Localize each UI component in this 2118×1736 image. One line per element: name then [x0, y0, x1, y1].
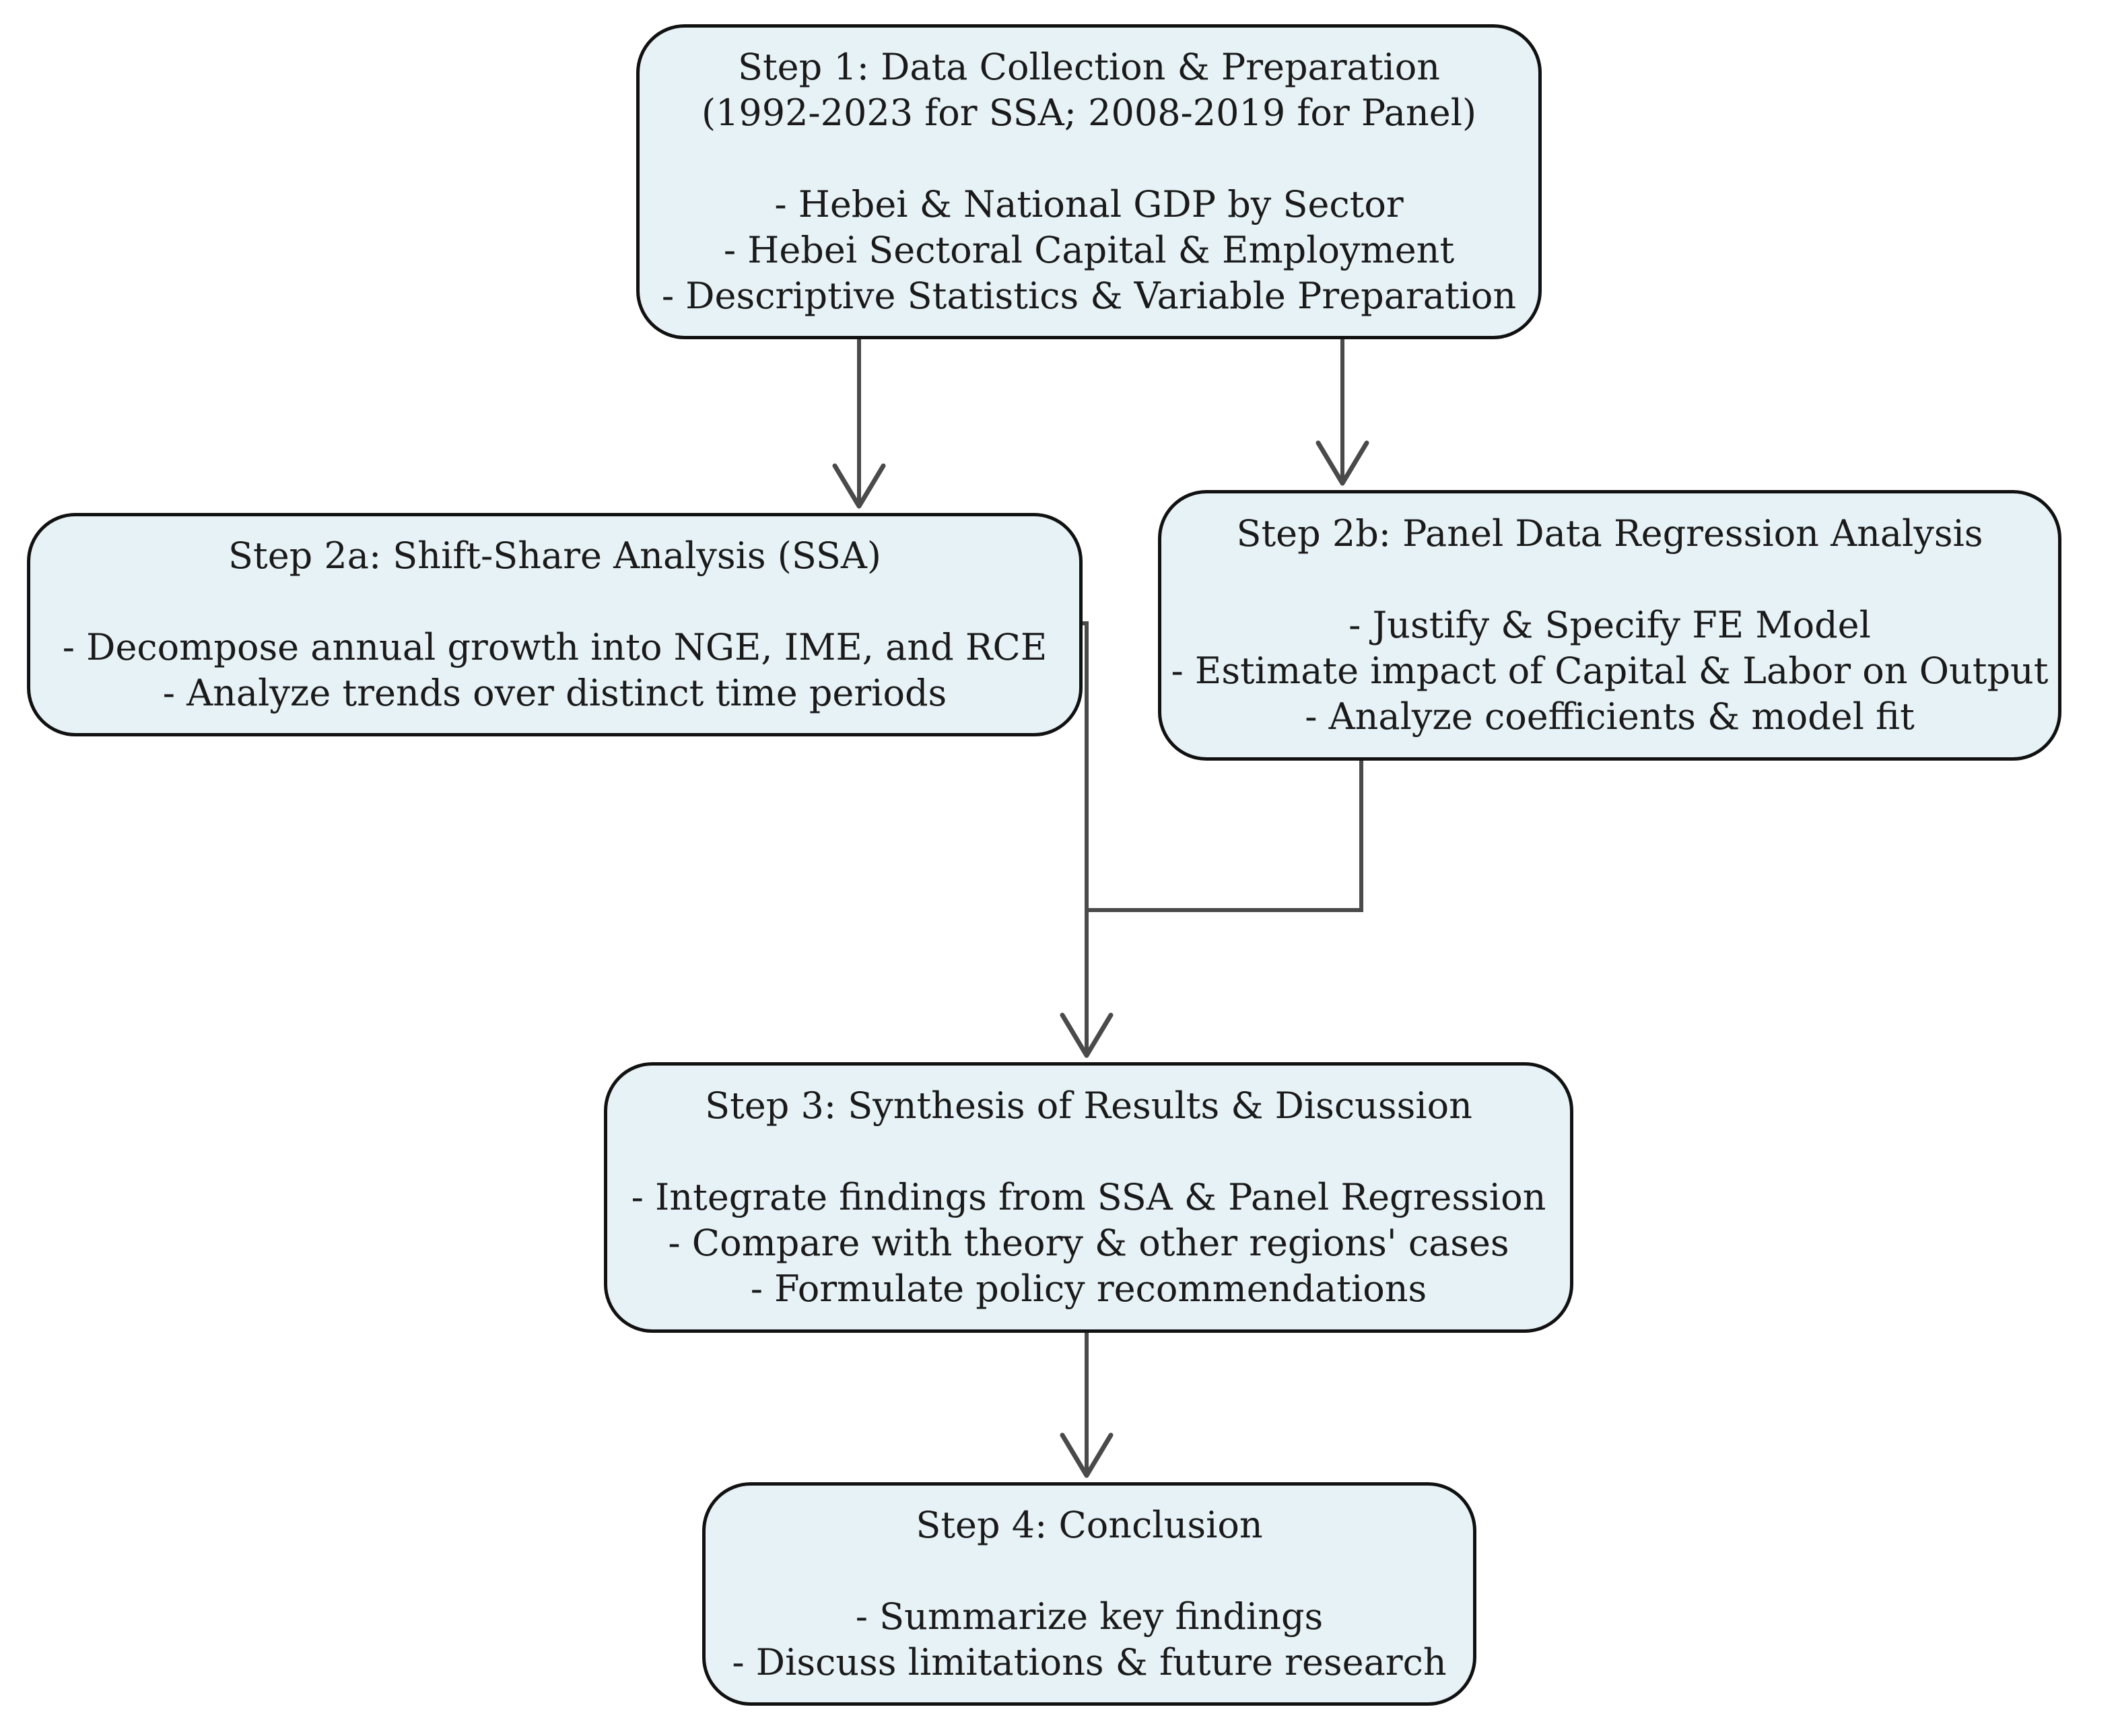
node-step-2b-panel-regression: Step 2b: Panel Data Regression Analysis …	[1158, 490, 2061, 761]
node-step-1-title: Step 1: Data Collection & Preparation	[737, 46, 1440, 88]
node-step-3-item: - Formulate policy recommendations	[750, 1268, 1427, 1310]
arrow-step1-to-step2a	[832, 339, 886, 509]
node-step-3-synthesis: Step 3: Synthesis of Results & Discussio…	[604, 1062, 1573, 1333]
connector-step2b-to-step3	[1087, 761, 1363, 912]
node-step-3-item: - Integrate findings from SSA & Panel Re…	[631, 1176, 1546, 1218]
node-step-3-title: Step 3: Synthesis of Results & Discussio…	[705, 1084, 1472, 1127]
node-step-3-item: - Compare with theory & other regions' c…	[668, 1222, 1509, 1264]
node-step-2a-item: - Decompose annual growth into NGE, IME,…	[62, 626, 1048, 668]
node-step-4-conclusion: Step 4: Conclusion - Summarize key findi…	[702, 1482, 1476, 1706]
node-step-1-item: - Hebei Sectoral Capital & Employment	[723, 229, 1455, 271]
arrow-step3-to-step4	[1060, 1333, 1114, 1478]
node-step-2b-title: Step 2b: Panel Data Regression Analysis	[1236, 512, 1983, 555]
node-step-4-title: Step 4: Conclusion	[916, 1504, 1263, 1546]
node-step-4-item: - Discuss limitations & future research	[732, 1641, 1447, 1683]
node-step-1-subtitle: (1992-2023 for SSA; 2008-2019 for Panel)	[701, 92, 1477, 134]
node-step-2a-shift-share: Step 2a: Shift-Share Analysis (SSA) - De…	[27, 513, 1083, 736]
node-step-1-item: - Descriptive Statistics & Variable Prep…	[661, 275, 1517, 317]
node-step-2a-item: - Analyze trends over distinct time peri…	[162, 672, 947, 714]
node-step-2a-title: Step 2a: Shift-Share Analysis (SSA)	[228, 534, 881, 577]
node-step-1-item: - Hebei & National GDP by Sector	[774, 183, 1404, 225]
node-step-2b-item: - Justify & Specify FE Model	[1348, 604, 1871, 646]
node-step-4-item: - Summarize key findings	[855, 1595, 1324, 1638]
arrow-step1-to-step2b	[1316, 339, 1369, 486]
node-step-1-data-collection: Step 1: Data Collection & Preparation (1…	[636, 24, 1542, 339]
node-step-2b-item: - Estimate impact of Capital & Labor on …	[1171, 650, 2049, 692]
node-step-2b-item: - Analyze coefficients & model fit	[1305, 695, 1915, 738]
